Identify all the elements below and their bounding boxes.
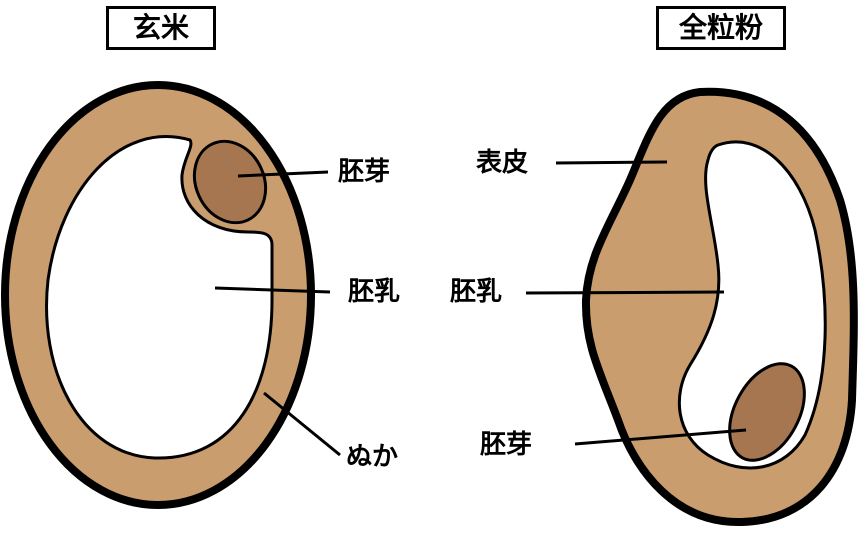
brown-rice-title: 玄米 — [106, 6, 216, 50]
leader-line-brown-rice-endosperm — [214, 286, 331, 294]
label-brown-rice-germ: 胚芽 — [338, 157, 391, 187]
brown-rice-grain — [1, 81, 315, 509]
label-brown-rice-endosperm: 胚乳 — [348, 277, 401, 307]
label-wheat-endosperm: 胚乳 — [450, 277, 503, 307]
brown-rice-germ-shape — [192, 139, 268, 225]
leader-line-wheat-skin — [555, 160, 668, 165]
brown-rice-endosperm-area — [45, 135, 274, 460]
label-brown-rice-bran: ぬか — [346, 442, 399, 472]
leader-line-brown-rice-germ — [237, 170, 329, 178]
leader-line-wheat-endosperm — [525, 290, 725, 295]
wheat-grain — [581, 87, 858, 527]
leader-line-wheat-germ — [574, 428, 747, 446]
label-wheat-germ: 胚芽 — [480, 430, 533, 460]
leader-line-brown-rice-bran — [263, 391, 341, 457]
whole-wheat-flour-title: 全粒粉 — [656, 6, 786, 50]
wheat-germ-shape — [728, 362, 806, 462]
label-wheat-skin: 表皮 — [476, 148, 529, 178]
